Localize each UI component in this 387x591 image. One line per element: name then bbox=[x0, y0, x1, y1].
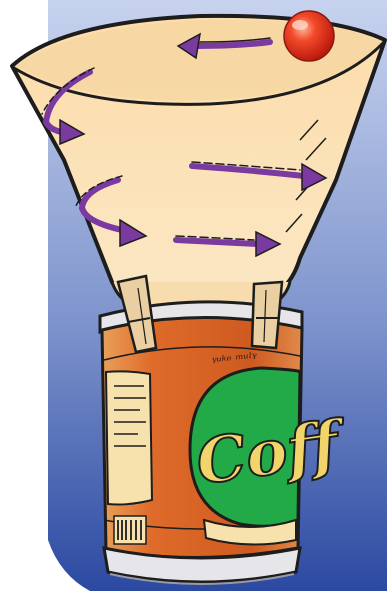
barcode bbox=[114, 516, 146, 544]
can-label-panel bbox=[106, 371, 152, 504]
ball-icon bbox=[284, 11, 334, 61]
clothespin-icon bbox=[252, 282, 282, 348]
